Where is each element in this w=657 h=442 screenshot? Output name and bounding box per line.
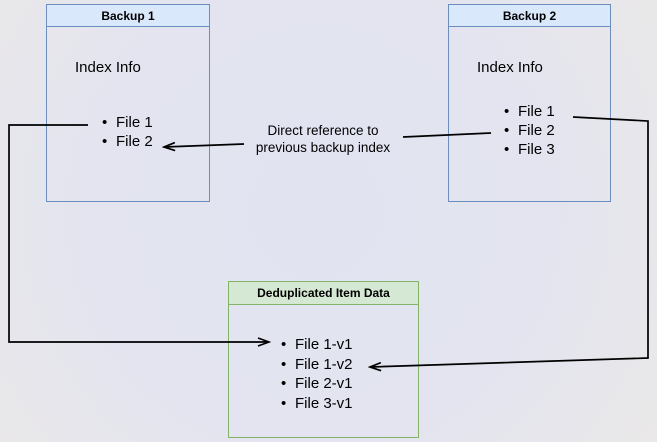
backup1-title: Backup 1 [47,5,209,27]
backup1-file-list: • File 1 • File 2 [102,113,153,151]
list-item: • File 1 [102,113,153,132]
bullet: • [102,133,108,150]
backup1-box: Backup 1 Index Info • File 1 • File 2 [46,4,210,202]
backup2-index-info-label: Index Info [477,59,543,76]
dedup-title: Deduplicated Item Data [229,282,418,305]
list-item: • File 3 [504,140,555,159]
dedup-file-list: • File 1-v1 • File 1-v2 • File 2-v1 • File 3… [281,335,353,413]
backup2-file-3: File 3 [518,141,555,158]
dedup-file-1-v1: File 1-v1 [295,336,353,353]
dedup-file-2-v1: File 2-v1 [295,375,353,392]
edge-label-line1: Direct reference to [267,123,379,138]
backup1-index-info-label: Index Info [75,59,141,76]
bullet: • [281,336,287,353]
backup2-title: Backup 2 [449,5,610,27]
list-item: • File 1 [504,102,555,121]
bullet: • [281,394,287,412]
dedup-file-3-v1: File 3-v1 [295,394,353,412]
list-item: • File 1-v1 [281,335,353,355]
bullet: • [504,141,510,158]
list-item: • File 3-v1 [281,394,353,414]
bullet: • [504,103,510,120]
list-item: • File 2 [504,121,555,140]
backup2-file-list: • File 1 • File 2 • File 3 [504,102,555,159]
list-item: • File 2-v1 [281,374,353,394]
dedup-file-1-v2: File 1-v2 [295,355,353,373]
edge-label-direct-reference: Direct reference to previous backup inde… [238,122,408,156]
bullet: • [281,375,287,392]
bullet: • [281,355,287,373]
backup1-file-1: File 1 [116,114,153,131]
backup2-file-1: File 1 [518,103,555,120]
backup2-file-2: File 2 [518,122,555,139]
bullet: • [102,114,108,131]
backup1-file-2: File 2 [116,133,153,150]
list-item: • File 2 [102,132,153,151]
deduplicated-item-data-box: Deduplicated Item Data • File 1-v1 • File … [228,281,419,438]
bullet: • [504,122,510,139]
list-item: • File 1-v2 [281,355,353,375]
backup2-box: Backup 2 Index Info • File 1 • File 2 • Fil… [448,4,611,202]
edge-label-line2: previous backup index [255,140,391,155]
